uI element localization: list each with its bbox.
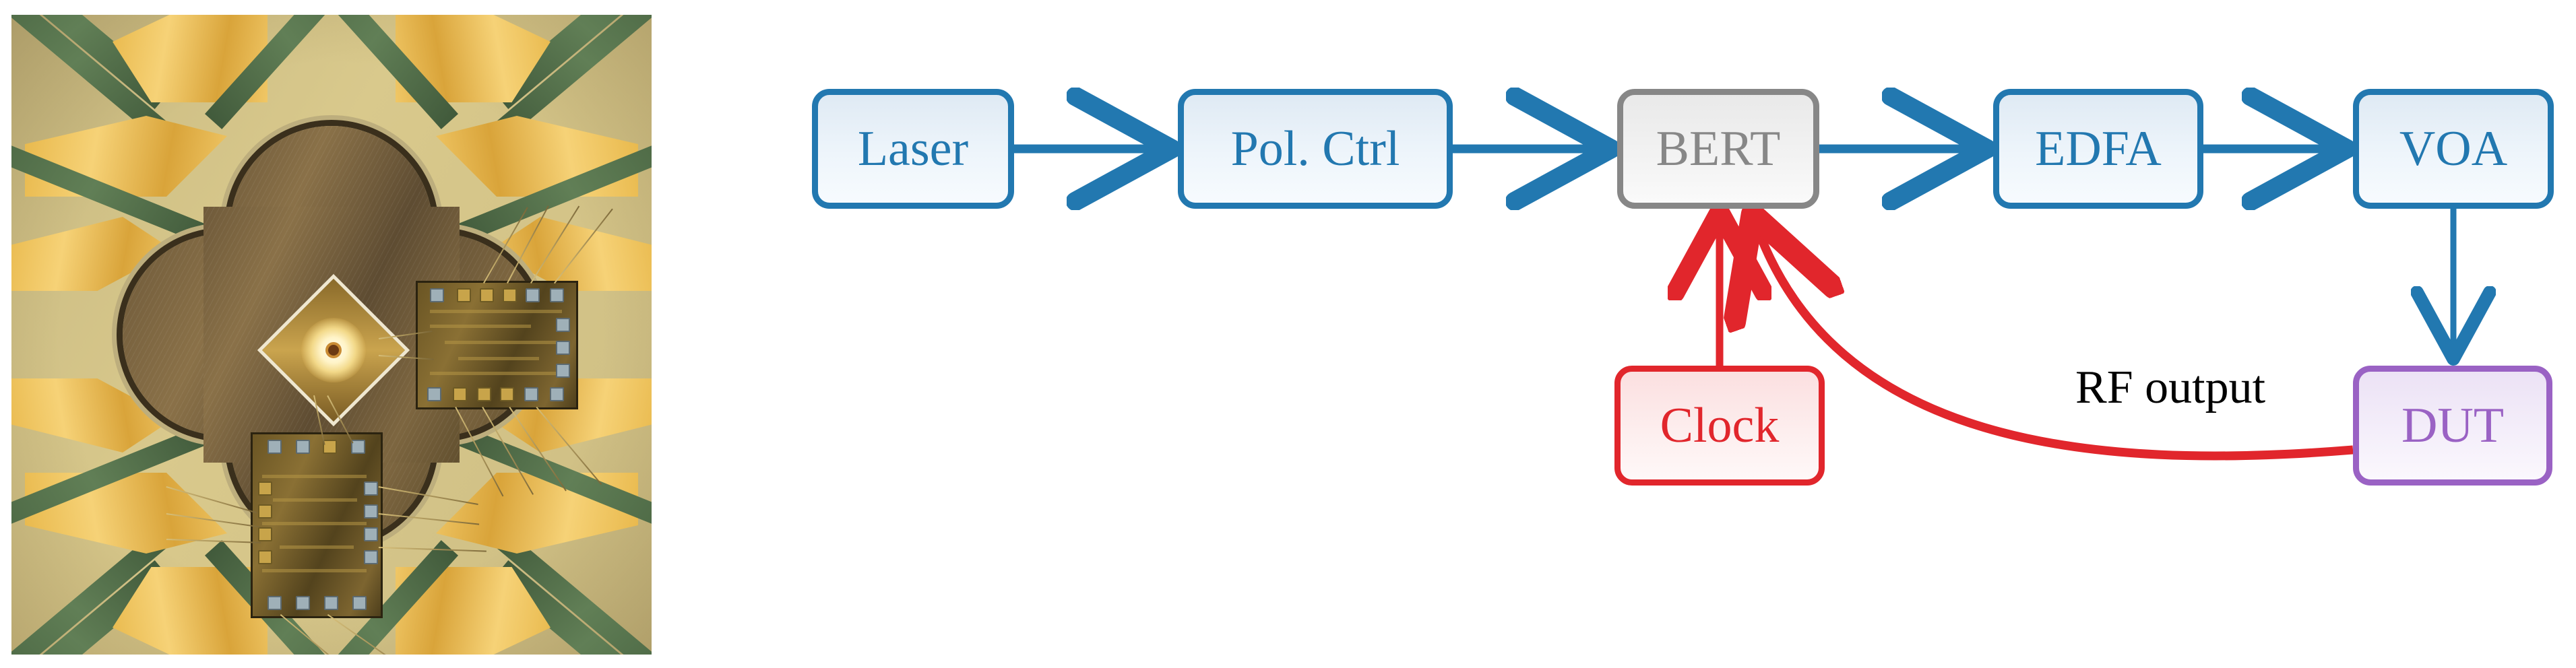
driver-die [416, 281, 578, 409]
node-voa[interactable]: VOA [2353, 89, 2554, 209]
pcb-corner-top-left [11, 15, 328, 331]
receiver-die [251, 432, 383, 618]
node-voa-label: VOA [2399, 121, 2508, 176]
node-edfa-label: EDFA [2035, 121, 2162, 176]
node-clock-label: Clock [1660, 398, 1780, 453]
node-bert-label: BERT [1656, 121, 1781, 176]
micrograph-photo [11, 15, 652, 655]
node-pol-ctrl-label: Pol. Ctrl [1230, 121, 1400, 176]
node-laser[interactable]: Laser [812, 89, 1014, 209]
node-laser-label: Laser [857, 121, 969, 176]
node-dut[interactable]: DUT [2353, 366, 2552, 486]
node-dut-label: DUT [2401, 398, 2505, 453]
node-bert[interactable]: BERT [1617, 89, 1819, 209]
link-dut-bert-rf [1755, 222, 2354, 461]
node-pol-ctrl[interactable]: Pol. Ctrl [1178, 89, 1453, 209]
node-edfa[interactable]: EDFA [1993, 89, 2203, 209]
node-clock[interactable]: Clock [1614, 366, 1825, 486]
rf-output-label: RF output [2075, 362, 2266, 413]
